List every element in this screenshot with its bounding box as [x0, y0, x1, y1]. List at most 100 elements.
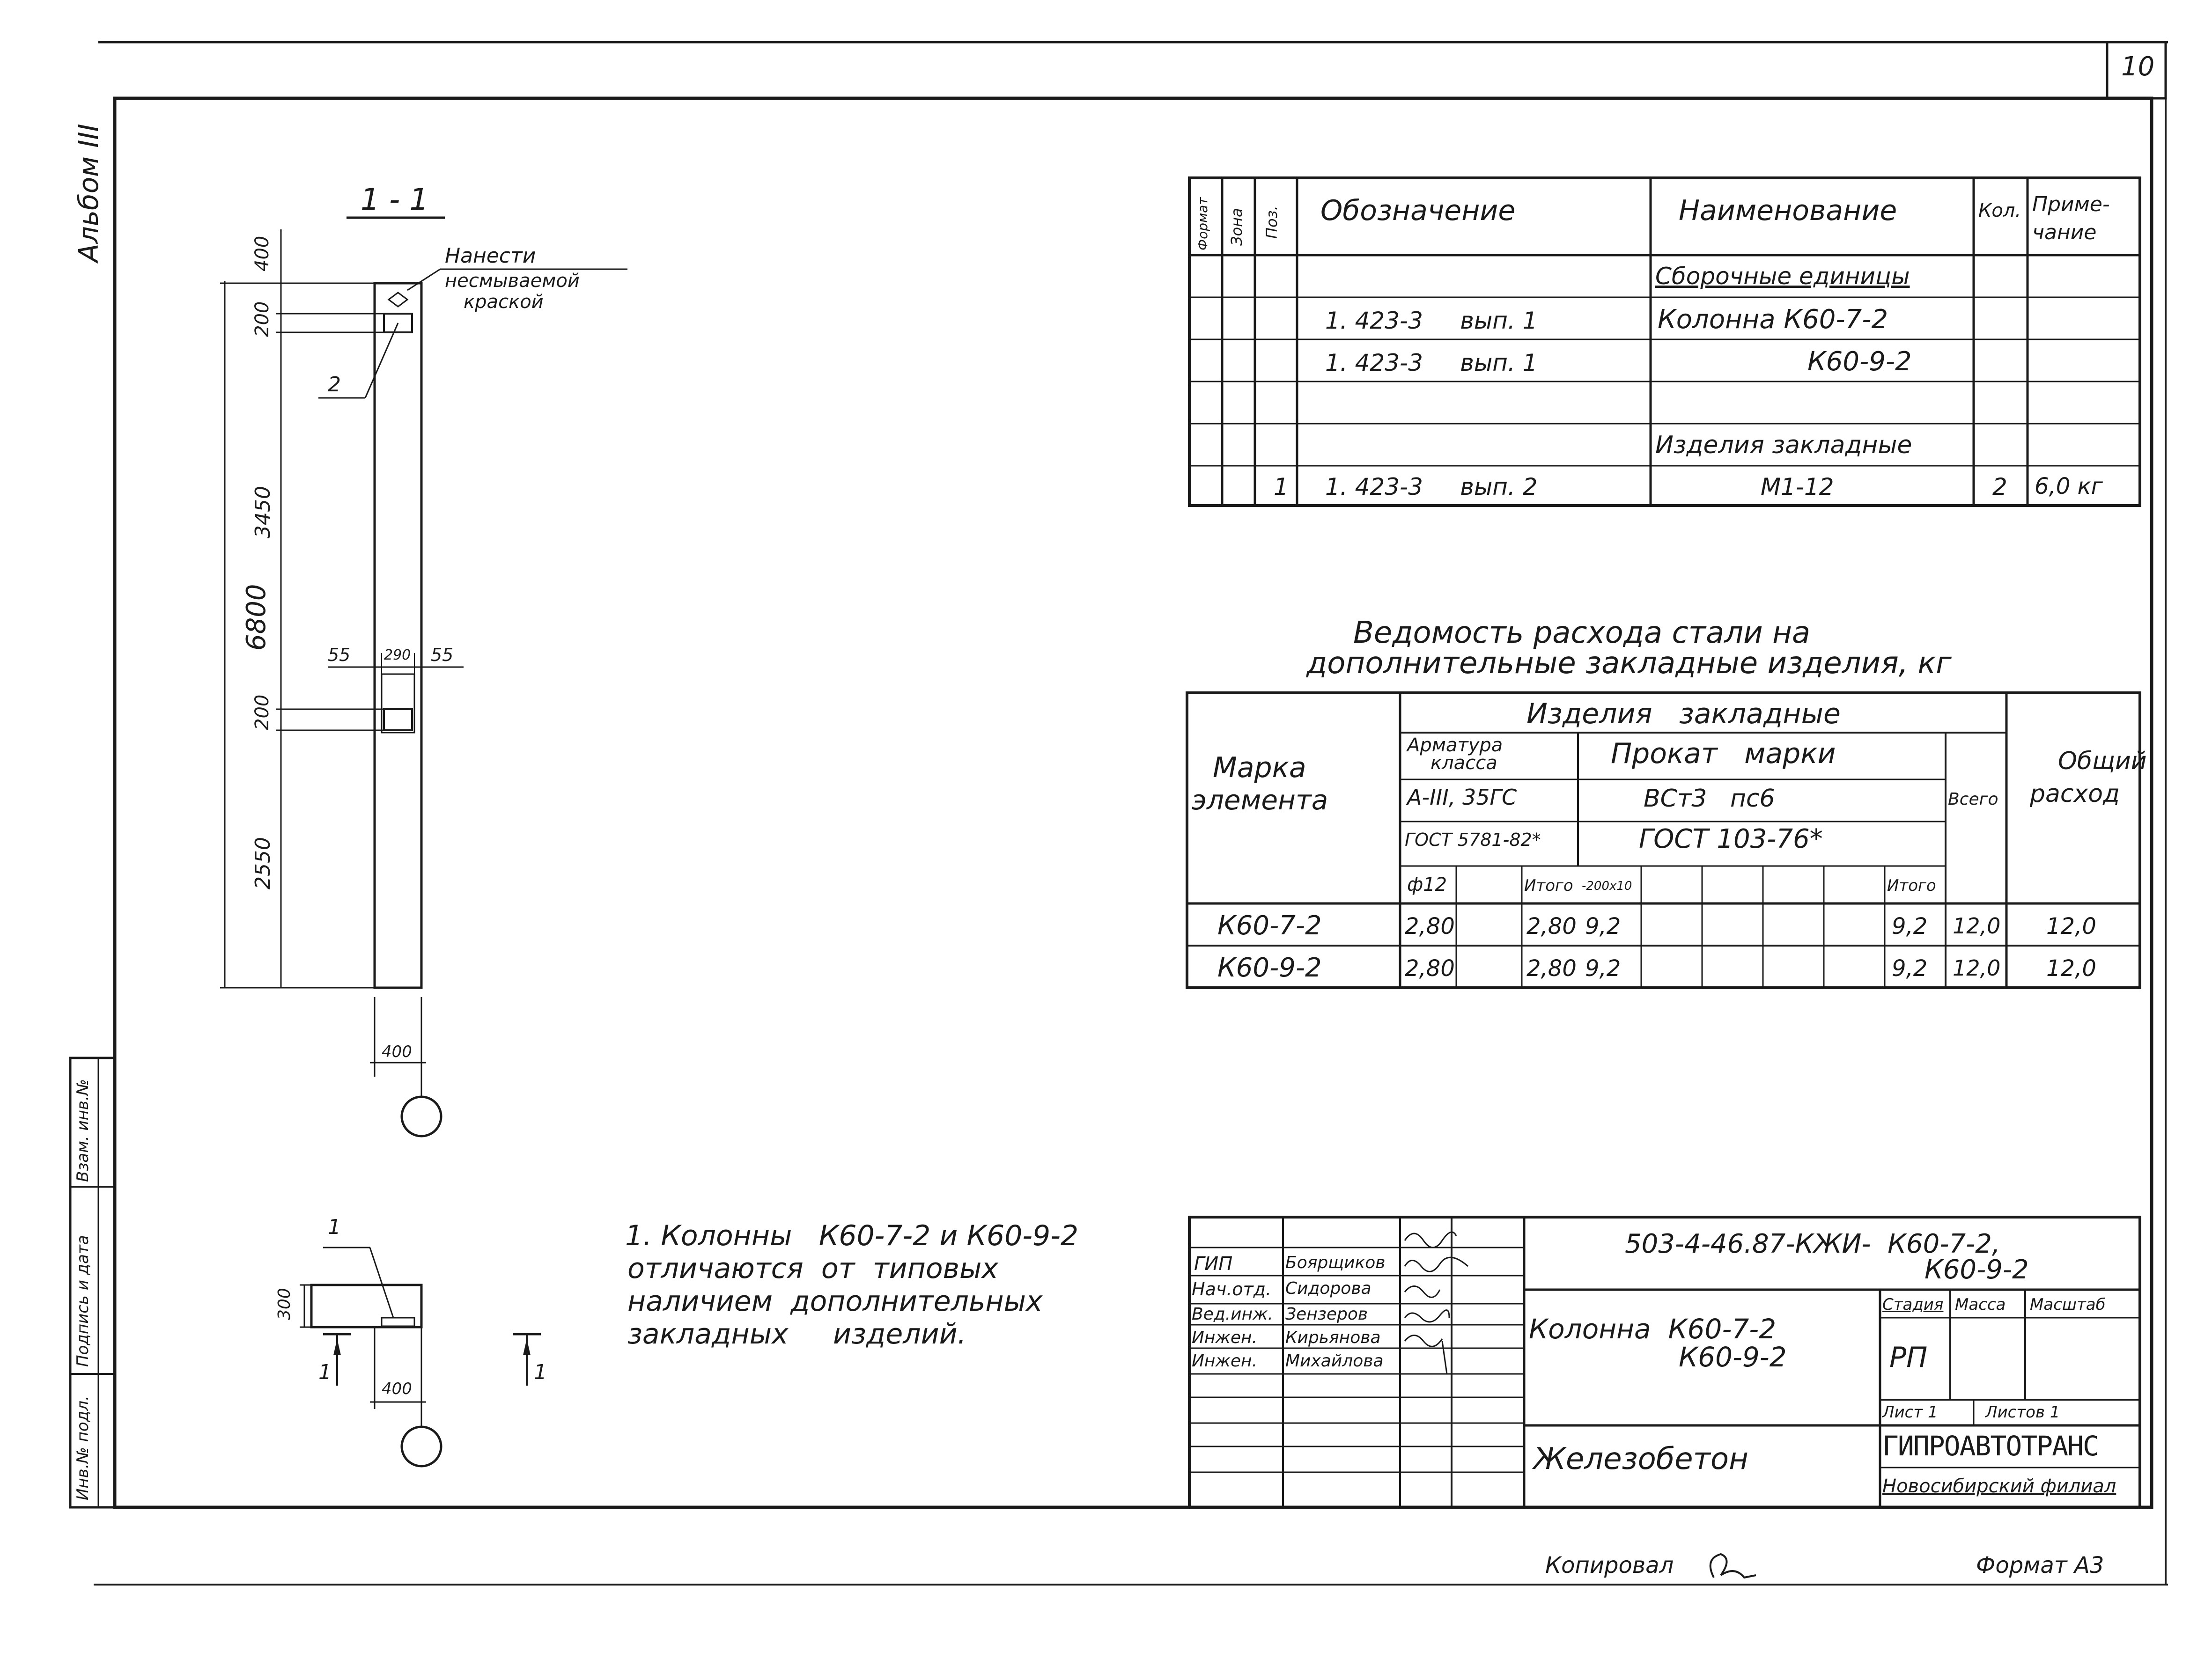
organization-name: ГИПРОАВТОТРАНС	[1882, 1430, 2099, 1462]
steel-header-rebar-line2: класса	[1430, 752, 1497, 774]
steel-row-total: 12,0	[1953, 913, 2001, 939]
staff-name: Сидорова	[1285, 1279, 1371, 1298]
position-label-1: 1	[328, 1215, 341, 1239]
steel-row-d12: 2,80	[1405, 955, 1455, 982]
steel-row-itogo2: 9,2	[1892, 955, 1928, 982]
scale-label: Масштаб	[2030, 1295, 2106, 1314]
steel-row-itogo1: 2,80	[1526, 913, 1577, 940]
staff-role: ГИП	[1194, 1253, 1233, 1275]
staff-role: Нач.отд.	[1192, 1279, 1272, 1299]
steel-header-rolled-grade: ВСт3 пс6	[1644, 785, 1775, 813]
steel-header-embedded: Изделия закладные	[1526, 697, 1841, 730]
spec-row-name: Колонна К60-7-2	[1658, 304, 1888, 335]
dim-bottom-width: 400	[382, 1042, 412, 1061]
spec-header-name: Наименование	[1679, 194, 1897, 227]
section-arrow-right: 1	[534, 1360, 547, 1384]
steel-row-itogo2: 9,2	[1892, 913, 1928, 940]
spec-header-qty: Кол.	[1978, 200, 2021, 221]
title-block-code-line2: К60-9-2	[1924, 1255, 2029, 1285]
staff-name: Боярщиков	[1285, 1253, 1386, 1272]
steel-table-title-line1: Ведомость расхода стали на	[1353, 616, 1811, 650]
spec-row-name: Изделия закладные	[1655, 431, 1912, 459]
sheets-label: Листов 1	[1985, 1403, 2060, 1422]
steel-header-rebar-class: А-III, 35ГС	[1407, 785, 1517, 810]
staff-role: Инжен.	[1192, 1351, 1258, 1371]
steel-sub-strip: -200х10	[1582, 879, 1632, 893]
steel-header-total: Всего	[1948, 790, 1998, 809]
staff-role: Инжен.	[1192, 1328, 1258, 1347]
spec-row-name: М1-12	[1761, 473, 1834, 500]
sheet-number: 10	[2121, 51, 2155, 82]
title-block-code-line1: 503-4-46.87-КЖИ- К60-7-2,	[1625, 1229, 2000, 1259]
steel-table-title-line2: дополнительные закладные изделия, кг	[1306, 646, 1952, 681]
dim-width-mid: 290	[384, 647, 411, 663]
steel-row-overall: 12,0	[2046, 955, 2096, 982]
staff-name: Зензеров	[1285, 1305, 1368, 1324]
staff-role: Вед.инж.	[1192, 1305, 1273, 1324]
spec-row-qty: 2	[1992, 473, 2007, 500]
title-block-object-line1: Колонна К60-7-2	[1529, 1313, 1777, 1345]
note-label-line2: несмываемой	[445, 270, 580, 292]
spec-row-designation: 1. 423-3 вып. 1	[1325, 307, 1538, 334]
steel-header-overall-line1: Общий	[2058, 747, 2147, 775]
steel-header-mark-line1: Марка	[1213, 751, 1306, 784]
steel-row-itogo1: 2,80	[1526, 955, 1577, 982]
mass-label: Масса	[1955, 1295, 2006, 1314]
steel-header-overall-line2: расход	[2030, 780, 2120, 808]
spec-header-note-line2: чание	[2032, 220, 2097, 244]
spec-row-designation: 1. 423-3 вып. 1	[1325, 349, 1538, 376]
steel-row-d12: 2,80	[1405, 913, 1455, 940]
steel-sub-itogo2: Итого	[1887, 876, 1936, 895]
steel-sub-itogo1: Итого	[1524, 876, 1573, 895]
spec-row-pos: 1	[1274, 473, 1289, 500]
steel-row-strip: 9,2	[1585, 913, 1621, 940]
dim-plan-width: 400	[382, 1380, 412, 1398]
spec-row-note: 6,0 кг	[2035, 473, 2103, 499]
steel-header-rolled: Прокат марки	[1611, 737, 1836, 770]
steel-row-overall: 12,0	[2046, 913, 2096, 940]
stage-value: РП	[1889, 1341, 1928, 1374]
staff-name: Михайлова	[1285, 1351, 1384, 1371]
steel-row-mark: К60-9-2	[1217, 953, 1322, 983]
stage-label: Стадия	[1882, 1295, 1944, 1314]
title-block-material: Железобетон	[1534, 1442, 1748, 1476]
staff-name: Кирьянова	[1285, 1328, 1381, 1347]
spec-header-note-line1: Приме-	[2032, 192, 2110, 216]
steel-header-mark-line2: элемента	[1192, 784, 1328, 816]
position-label-2: 2	[328, 373, 341, 396]
format-label: Формат А3	[1976, 1552, 2104, 1578]
spec-row-name: Сборочные единицы	[1655, 263, 1910, 290]
note-line-3: наличием дополнительных	[627, 1285, 1043, 1318]
spec-row-designation: 1. 423-3 вып. 2	[1325, 473, 1538, 500]
spec-header-designation: Обозначение	[1320, 194, 1516, 227]
steel-header-rebar-gost: ГОСТ 5781-82*	[1405, 830, 1541, 850]
dim-width-left: 55	[328, 645, 351, 665]
steel-row-strip: 9,2	[1585, 955, 1621, 982]
note-label-line3: краской	[464, 291, 544, 313]
steel-header-rebar-line1: Арматура	[1407, 734, 1503, 756]
note-line-4: закладных изделий.	[627, 1318, 966, 1351]
steel-row-mark: К60-7-2	[1217, 910, 1322, 941]
note-label-line1: Нанести	[445, 244, 536, 268]
section-label: 1 - 1	[361, 183, 429, 217]
steel-row-total: 12,0	[1953, 955, 2001, 981]
organization-branch: Новосибирский филиал	[1882, 1475, 2116, 1497]
title-block-object-line2: К60-9-2	[1679, 1341, 1787, 1373]
sheet-label: Лист 1	[1882, 1403, 1938, 1422]
note-line-1: 1. Колонны К60-7-2 и К60-9-2	[625, 1219, 1079, 1252]
steel-sub-d12: ф12	[1407, 874, 1447, 896]
steel-header-rolled-gost: ГОСТ 103-76*	[1639, 824, 1823, 854]
copied-by-label: Копировал	[1545, 1552, 1674, 1578]
dim-width-right: 55	[431, 645, 454, 665]
note-line-2: отличаются от типовых	[627, 1252, 998, 1285]
section-arrow-left: 1	[318, 1360, 332, 1384]
spec-row-name: К60-9-2	[1807, 346, 1912, 377]
